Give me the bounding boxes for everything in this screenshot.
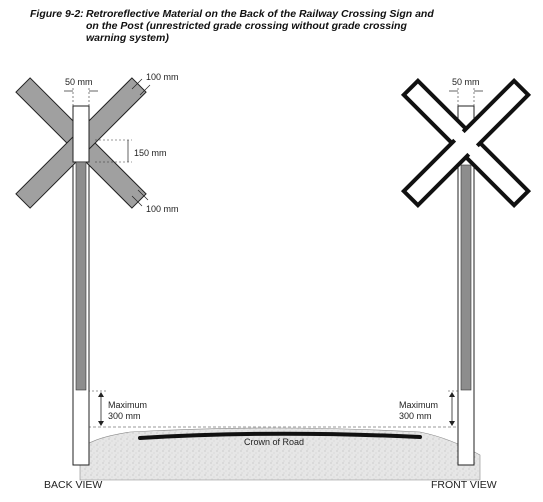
front-max-label: Maximum xyxy=(399,400,438,410)
back-post-top xyxy=(72,105,90,163)
front-view-sign xyxy=(400,77,532,466)
ground-mound xyxy=(79,427,481,481)
figure-title-line-2: on the Post (unrestricted grade crossing… xyxy=(86,20,407,32)
figure-title-line-3: warning system) xyxy=(86,32,169,44)
front-dim-post-width: 50 mm xyxy=(452,77,480,87)
back-post-reflective-strip xyxy=(75,161,87,391)
back-max-label: Maximum xyxy=(108,400,147,410)
back-dim-gap: 150 mm xyxy=(134,148,167,158)
back-view-label: BACK VIEW xyxy=(44,479,102,491)
figure-number: Figure 9-2: xyxy=(30,8,84,20)
figure-caption: Figure 9-2: Retroreflective Material on … xyxy=(30,8,530,44)
back-dim-bottom-offset: 100 mm xyxy=(146,204,179,214)
back-view-sign xyxy=(15,77,147,466)
back-dim-post-width: 50 mm xyxy=(65,77,93,87)
crown-of-road-label: Crown of Road xyxy=(244,437,304,447)
front-post-reflective-strip xyxy=(460,164,472,391)
back-max-value: 300 mm xyxy=(108,411,141,421)
front-max-value: 300 mm xyxy=(399,411,432,421)
figure-title-line-1: Retroreflective Material on the Back of … xyxy=(86,8,434,20)
back-dim-top-offset: 100 mm xyxy=(146,72,179,82)
front-view-label: FRONT VIEW xyxy=(431,479,497,491)
road-surface xyxy=(138,431,422,440)
